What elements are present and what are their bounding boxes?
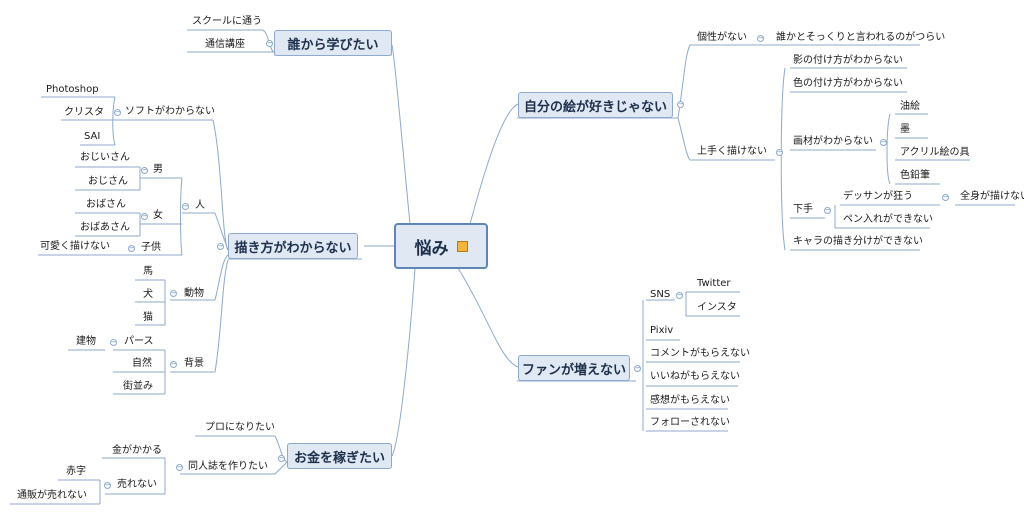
collapse-toggle-icon[interactable] (110, 339, 117, 346)
node-dog[interactable]: 犬 (143, 289, 153, 300)
note-icon[interactable] (456, 240, 468, 252)
node-aunt[interactable]: おばさん (86, 199, 126, 210)
topic-dislike-own-art[interactable]: 自分の絵が好きじゃない (518, 92, 673, 118)
node-cant-draw-cute[interactable]: 可愛く描けない (40, 241, 110, 252)
topic-who-to-learn-from[interactable]: 誰から学びたい (274, 30, 392, 56)
node-animal[interactable]: 動物 (184, 288, 204, 299)
collapse-toggle-icon[interactable] (176, 464, 183, 471)
node-child[interactable]: 子供 (141, 242, 161, 253)
collapse-toggle-icon[interactable] (104, 482, 111, 489)
node-female[interactable]: 女 (153, 210, 163, 221)
node-photoshop[interactable]: Photoshop (46, 84, 99, 95)
topic-label: ファンが増えない (521, 362, 626, 378)
collapse-toggle-icon[interactable] (266, 40, 273, 47)
collapse-toggle-icon[interactable] (824, 207, 831, 214)
collapse-toggle-icon[interactable] (141, 167, 148, 174)
node-sai[interactable]: SAI (84, 131, 101, 142)
node-want-pro[interactable]: プロになりたい (205, 422, 275, 433)
node-coloring[interactable]: 色の付け方がわからない (793, 78, 903, 89)
root-topic[interactable]: 悩み (394, 223, 488, 269)
node-perspective[interactable]: パース (124, 336, 154, 347)
collapse-toggle-icon[interactable] (114, 109, 121, 116)
node-costs-money[interactable]: 金がかかる (112, 445, 162, 456)
node-grandpa[interactable]: おじいさん (80, 152, 130, 163)
topic-earn-money[interactable]: お金を稼ぎたい (287, 443, 392, 469)
node-no-follows[interactable]: フォローされない (650, 417, 730, 428)
collapse-toggle-icon[interactable] (677, 101, 684, 108)
topic-label: 描き方がわからない (234, 240, 352, 256)
node-townscape[interactable]: 街並み (123, 381, 153, 392)
node-oil[interactable]: 油絵 (900, 101, 920, 112)
node-uncle[interactable]: おじさん (88, 176, 128, 187)
collapse-toggle-icon[interactable] (170, 290, 177, 297)
node-no-comments[interactable]: コメントがもらえない (650, 348, 750, 359)
node-school[interactable]: スクールに通う (192, 16, 262, 27)
node-grandma[interactable]: おばあさん (80, 222, 130, 233)
collapse-toggle-icon[interactable] (676, 292, 683, 299)
node-poor[interactable]: 下手 (793, 204, 813, 215)
node-pixiv[interactable]: Pixiv (650, 325, 674, 336)
root-topic-label: 悩み (414, 238, 449, 259)
node-cant-draw-full-body[interactable]: 全身が描けない (960, 191, 1024, 202)
node-no-individuality[interactable]: 個性がない (697, 32, 747, 43)
topic-label: お金を稼ぎたい (293, 450, 385, 466)
node-dessin-off[interactable]: デッサンが狂う (843, 191, 913, 202)
node-looks-like-someone[interactable]: 誰かとそっくりと言われるのがつらい (776, 32, 946, 43)
node-background[interactable]: 背景 (184, 358, 204, 369)
node-person[interactable]: 人 (195, 200, 205, 211)
collapse-toggle-icon[interactable] (634, 365, 641, 372)
collapse-toggle-icon[interactable] (942, 194, 949, 201)
node-building[interactable]: 建物 (76, 336, 96, 347)
node-twitter[interactable]: Twitter (697, 278, 731, 289)
node-clip-studio[interactable]: クリスタ (64, 107, 104, 118)
node-cat[interactable]: 猫 (143, 312, 153, 323)
node-acrylic[interactable]: アクリル絵の具 (900, 147, 970, 158)
node-correspondence[interactable]: 通信講座 (205, 39, 245, 50)
node-deficit[interactable]: 赤字 (66, 466, 86, 477)
node-not-skilled[interactable]: 上手く描けない (697, 146, 767, 157)
node-colored-pencil[interactable]: 色鉛筆 (900, 170, 930, 181)
node-nature[interactable]: 自然 (132, 358, 152, 369)
node-instagram[interactable]: インスタ (697, 302, 737, 313)
node-ink[interactable]: 墨 (900, 124, 910, 135)
node-mail-order[interactable]: 通販が売れない (17, 490, 87, 501)
node-materials[interactable]: 画材がわからない (793, 136, 873, 147)
node-no-feedback[interactable]: 感想がもらえない (650, 395, 730, 406)
collapse-toggle-icon[interactable] (757, 35, 764, 42)
topic-label: 誰から学びたい (287, 37, 379, 53)
node-doujinshi[interactable]: 同人誌を作りたい (188, 461, 268, 472)
collapse-toggle-icon[interactable] (128, 245, 135, 252)
node-shading[interactable]: 影の付け方がわからない (793, 55, 903, 66)
node-not-selling[interactable]: 売れない (117, 479, 157, 490)
collapse-toggle-icon[interactable] (880, 139, 887, 146)
node-no-likes[interactable]: いいねがもらえない (650, 371, 740, 382)
collapse-toggle-icon[interactable] (182, 203, 189, 210)
collapse-toggle-icon[interactable] (217, 243, 224, 250)
node-sns[interactable]: SNS (650, 289, 671, 300)
collapse-toggle-icon[interactable] (776, 149, 783, 156)
node-male[interactable]: 男 (153, 164, 163, 175)
topic-label: 自分の絵が好きじゃない (523, 99, 667, 115)
topic-no-more-fans[interactable]: ファンが増えない (518, 355, 630, 381)
node-cant-ink[interactable]: ペン入れができない (843, 214, 933, 225)
collapse-toggle-icon[interactable] (141, 213, 148, 220)
node-horse[interactable]: 馬 (143, 266, 153, 277)
collapse-toggle-icon[interactable] (278, 455, 285, 462)
topic-how-to-draw[interactable]: 描き方がわからない (228, 233, 358, 259)
node-cant-differentiate[interactable]: キャラの描き分けができない (793, 236, 923, 247)
node-software[interactable]: ソフトがわからない (125, 106, 215, 117)
collapse-toggle-icon[interactable] (170, 361, 177, 368)
